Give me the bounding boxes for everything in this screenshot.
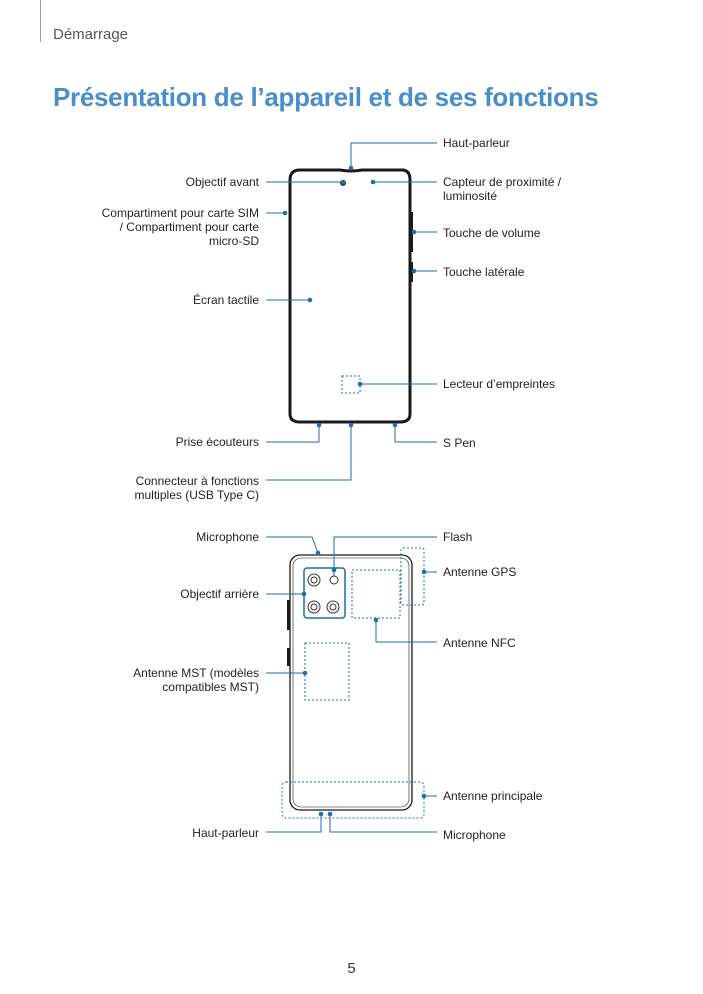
label-microphone-top: Microphone	[196, 530, 259, 544]
gps-area	[400, 547, 425, 606]
label-lecteur: Lecteur d’empreintes	[443, 377, 556, 391]
label-compartiment: Compartiment pour carte SIM / Compartime…	[101, 206, 259, 248]
callout-speaker-front	[350, 142, 437, 168]
back-side-key-2	[287, 648, 290, 666]
label-touche-laterale: Touche latérale	[443, 265, 525, 279]
section-rule	[40, 0, 41, 42]
label-antenne-principale: Antenne principale	[443, 789, 543, 803]
label-touche-volume: Touche de volume	[443, 226, 541, 240]
callout-flash	[333, 536, 437, 576]
label-objectif-arriere: Objectif arrière	[180, 587, 259, 601]
rear-lens-icons	[307, 573, 340, 614]
page-number: 5	[347, 960, 356, 977]
front-phone	[288, 168, 413, 424]
back-callout-dots	[301, 550, 427, 817]
label-microphone-bottom: Microphone	[443, 828, 506, 842]
back-phone	[281, 547, 425, 819]
callout-spen	[394, 425, 437, 443]
callout-mic-top	[266, 536, 319, 554]
label-flash: Flash	[443, 530, 473, 544]
page-title: Présentation de l’appareil et de ses fon…	[53, 82, 599, 112]
label-haut-parleur-front: Haut-parleur	[443, 136, 510, 150]
label-antenne-gps: Antenne GPS	[443, 565, 517, 579]
front-callouts	[266, 142, 437, 481]
label-antenne-mst: Antenne MST (modèles compatibles MST)	[133, 666, 259, 694]
side-key-shape	[410, 262, 413, 282]
label-capteur: Capteur de proximité / luminosité	[443, 175, 562, 203]
label-haut-parleur-back: Haut-parleur	[192, 826, 259, 840]
label-objectif-avant: Objectif avant	[185, 175, 259, 189]
back-phone-inner	[292, 557, 410, 808]
label-prise: Prise écouteurs	[175, 435, 259, 449]
label-antenne-nfc: Antenne NFC	[443, 636, 516, 650]
front-phone-body	[288, 168, 412, 424]
label-connecteur: Connecteur à fonctions multiples (USB Ty…	[134, 474, 259, 502]
callout-mic-bottom	[329, 814, 437, 833]
callout-usb	[266, 425, 352, 481]
back-callouts	[266, 536, 437, 833]
callout-jack	[266, 425, 320, 443]
section-title: Démarrage	[53, 26, 129, 43]
fingerprint-area	[341, 375, 361, 394]
callout-speaker-back	[266, 814, 322, 833]
label-spen: S Pen	[443, 436, 476, 450]
main-antenna-area	[281, 781, 425, 819]
flash-icon	[329, 575, 339, 585]
front-callout-dots	[282, 165, 417, 428]
back-side-key-1	[287, 600, 290, 630]
label-ecran: Écran tactile	[192, 293, 259, 307]
callout-nfc	[375, 620, 437, 643]
